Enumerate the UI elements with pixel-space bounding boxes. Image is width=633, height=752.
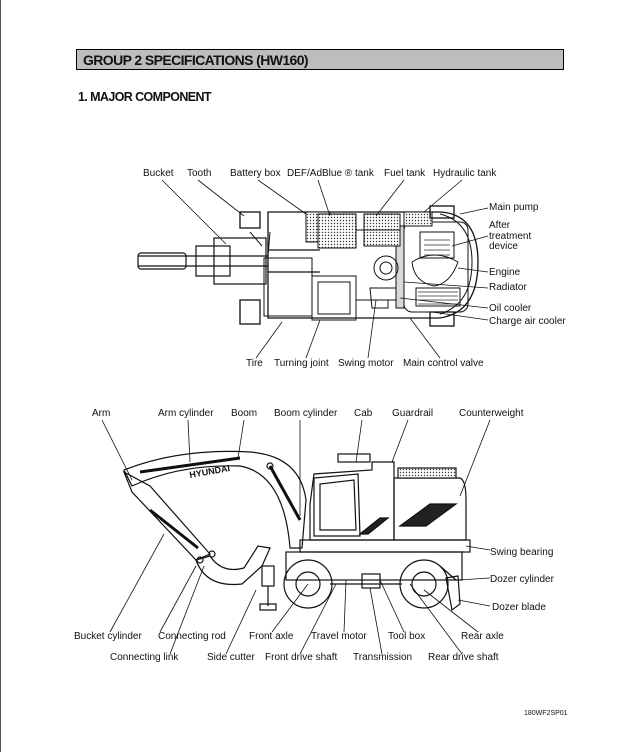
def-tank-shape bbox=[317, 213, 357, 249]
boom-shape bbox=[123, 450, 307, 549]
label-guardrail: Guardrail bbox=[392, 408, 434, 419]
transmission-shape bbox=[361, 573, 381, 589]
label-tooth: Tooth bbox=[187, 168, 212, 179]
label-travel-motor: Travel motor bbox=[311, 631, 367, 642]
label-bucket: Bucket bbox=[143, 168, 174, 179]
turning-joint-shape bbox=[311, 275, 357, 321]
label-oil-cooler: Oil cooler bbox=[489, 303, 532, 314]
guardrail-shape bbox=[397, 467, 457, 479]
label-bucket-cylinder: Bucket cylinder bbox=[74, 631, 142, 642]
label-main-control-valve: Main control valve bbox=[403, 358, 484, 369]
label-counterweight: Counterweight bbox=[459, 408, 524, 419]
label-boom-cylinder: Boom cylinder bbox=[274, 408, 338, 419]
label-after-treatment-line3: device bbox=[489, 241, 518, 252]
swing-motor-shape bbox=[373, 255, 399, 281]
label-dozer-cylinder: Dozer cylinder bbox=[490, 574, 554, 585]
bucket-shape bbox=[195, 545, 271, 586]
label-radiator: Radiator bbox=[489, 282, 527, 293]
top-view-drawing bbox=[137, 205, 479, 327]
cab-top-shape bbox=[263, 257, 313, 317]
label-front-axle: Front axle bbox=[249, 631, 294, 642]
cab-shape bbox=[313, 473, 361, 537]
label-tool-box: Tool box bbox=[388, 631, 426, 642]
dozer-blade-shape bbox=[445, 575, 461, 612]
label-transmission: Transmission bbox=[353, 652, 413, 663]
label-connecting-link: Connecting link bbox=[110, 652, 179, 663]
label-def-tank: DEF/AdBlue ® tank bbox=[287, 168, 374, 179]
label-after-treatment: After treatment device bbox=[489, 220, 532, 253]
label-engine: Engine bbox=[489, 267, 521, 278]
page-code: 180WF2SP01 bbox=[524, 710, 568, 717]
label-battery-box: Battery box bbox=[230, 168, 281, 179]
boom-arm-top bbox=[137, 237, 320, 285]
swing-bearing-shape bbox=[299, 539, 471, 553]
label-arm: Arm bbox=[92, 408, 111, 419]
upper-structure-outline bbox=[267, 211, 479, 319]
label-rear-drive-shaft: Rear drive shaft bbox=[428, 652, 499, 663]
hydraulic-tank-shape bbox=[403, 211, 433, 227]
upper-house-body bbox=[309, 461, 395, 541]
label-charge-air-cooler: Charge air cooler bbox=[489, 316, 566, 327]
label-swing-bearing: Swing bearing bbox=[490, 547, 554, 558]
label-boom: Boom bbox=[231, 408, 258, 419]
tires-top bbox=[239, 205, 455, 327]
group-header-bar: GROUP 2 SPECIFICATIONS (HW160) bbox=[76, 49, 564, 70]
label-cab: Cab bbox=[354, 408, 373, 419]
counterweight-shape bbox=[393, 477, 467, 541]
label-dozer-blade: Dozer blade bbox=[492, 602, 546, 613]
section-title: 1. MAJOR COMPONENT bbox=[78, 90, 212, 104]
label-swing-motor: Swing motor bbox=[338, 358, 394, 369]
side-view-leaders bbox=[101, 419, 491, 655]
side-view-drawing bbox=[122, 450, 471, 612]
top-view-leaders bbox=[161, 179, 489, 359]
label-turning-joint: Turning joint bbox=[274, 358, 329, 369]
lower-frame bbox=[285, 551, 463, 581]
label-rear-axle: Rear axle bbox=[461, 631, 504, 642]
label-after-treatment-line2: treatment bbox=[489, 230, 532, 242]
page-left-edge bbox=[0, 0, 1, 752]
label-front-drive-shaft: Front drive shaft bbox=[265, 652, 338, 663]
label-main-pump: Main pump bbox=[489, 202, 539, 213]
label-connecting-rod: Connecting rod bbox=[158, 631, 226, 642]
label-hydraulic-tank: Hydraulic tank bbox=[433, 168, 497, 179]
arm-shape bbox=[122, 470, 211, 561]
label-fuel-tank: Fuel tank bbox=[384, 168, 426, 179]
label-after-treatment-line1: After bbox=[489, 220, 511, 231]
group-title: GROUP 2 SPECIFICATIONS (HW160) bbox=[83, 52, 309, 68]
label-tire: Tire bbox=[246, 358, 263, 369]
label-arm-cylinder: Arm cylinder bbox=[158, 408, 214, 419]
label-side-cutter: Side cutter bbox=[207, 652, 255, 663]
